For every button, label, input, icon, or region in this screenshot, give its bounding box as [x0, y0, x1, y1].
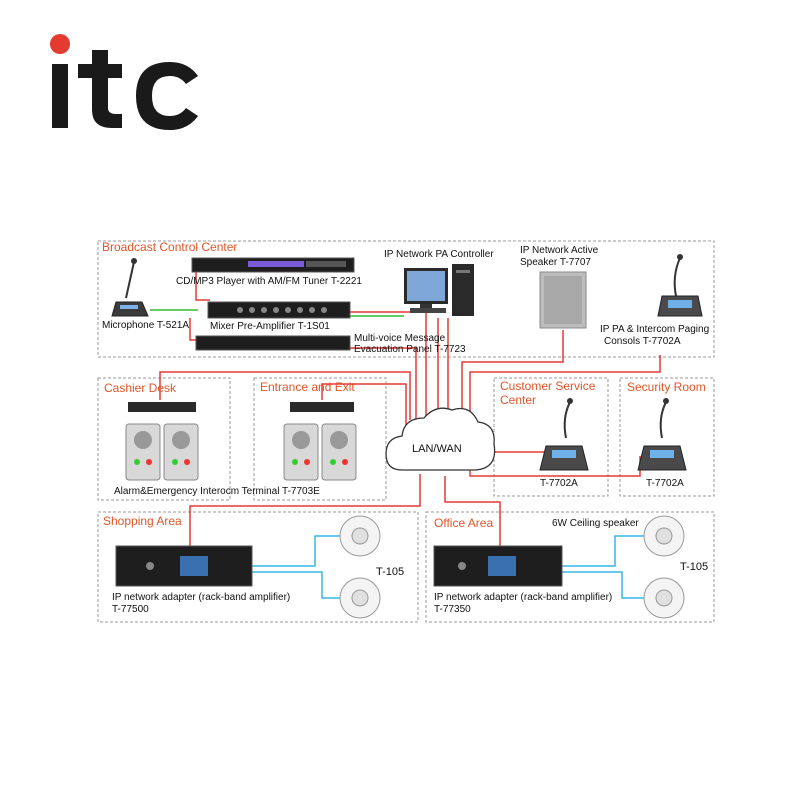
speaker-links — [250, 535, 645, 599]
zone-title-office: Office Area — [434, 516, 494, 530]
label-pa-controller: IP Network PA Controller — [384, 249, 494, 260]
label-microphone: Microphone T-521A — [102, 320, 190, 331]
link-cashier-switch — [159, 371, 411, 420]
microphone-device — [111, 258, 149, 317]
zone-title-customer: Customer Service Center — [500, 379, 596, 407]
security-zone-border — [619, 377, 715, 497]
shopping-ceiling-speakers — [339, 515, 381, 619]
office-zone-border — [425, 511, 715, 623]
label-intercom-terminal: Alarm&Emergency Interocm Terminal T-7703… — [114, 486, 320, 497]
link-paging-console — [469, 355, 661, 416]
cashier-zone-border — [97, 377, 231, 501]
link-entrance-switch — [321, 383, 407, 428]
label-mixer: Mixer Pre-Amplifier T-1S01 — [210, 321, 330, 332]
audio-links — [150, 309, 404, 317]
entrance-intercom-device — [283, 423, 357, 481]
active-speaker-device — [539, 271, 587, 329]
label-console-security: T-7702A — [646, 478, 684, 489]
link-cloud-office — [444, 476, 501, 548]
lan-wan-cloud — [385, 407, 496, 471]
zone-title-entrance: Entrance and Exit — [260, 380, 355, 394]
label-paging-console-2: Consols T-7702A — [604, 336, 681, 347]
security-console-device — [637, 398, 687, 471]
label-active-speaker-1: IP Network Active — [520, 245, 599, 256]
office-ceiling-speakers — [643, 515, 685, 619]
zone-borders — [97, 240, 715, 623]
label-adapter-shop-2: T-77500 — [112, 604, 149, 615]
label-cloud: LAN/WAN — [412, 443, 462, 455]
customer-console-device — [539, 398, 589, 471]
link-cd-mixer — [195, 272, 210, 301]
shopping-adapter-device — [115, 545, 253, 587]
zone-title-cashier: Cashier Desk — [104, 381, 177, 395]
evacuation-panel-device — [195, 335, 351, 351]
mixer-device — [207, 301, 351, 319]
label-console-customer: T-7702A — [540, 478, 578, 489]
link-active-speaker — [461, 330, 564, 412]
broadcast-zone-border — [97, 240, 715, 358]
zone-title-shopping: Shopping Area — [103, 514, 182, 528]
label-evac-panel-2: Evacuation Panel T-7723 — [354, 344, 466, 355]
cd-player-device — [191, 257, 355, 273]
label-paging-console-1: IP PA & Intercom Paging — [600, 324, 710, 335]
link-evac-cloud — [350, 347, 417, 422]
entrance-switch-device — [290, 402, 354, 412]
label-active-speaker-2: Speaker T-7707 — [520, 257, 591, 268]
label-adapter-office-1: IP network adapter (rack-band amplifier) — [434, 592, 613, 603]
cashier-intercom-device — [125, 423, 199, 481]
shopping-zone-border — [97, 511, 419, 623]
label-evac-panel-1: Multi-voice Message — [354, 333, 446, 344]
logo-dot — [50, 34, 70, 54]
label-adapter-office-2: T-77350 — [434, 604, 471, 615]
label-speaker-shop: T-105 — [376, 566, 405, 578]
label-speaker-office: T-105 — [680, 561, 709, 573]
label-ceiling-speaker: 6W Ceiling speaker — [552, 518, 639, 529]
link-shop-speaker-2 — [250, 571, 340, 599]
pc-controller-device — [404, 264, 474, 316]
zone-title-broadcast: Broadcast Control Center — [102, 240, 238, 254]
logo-c — [136, 62, 198, 130]
logo-t — [78, 50, 122, 128]
paging-console-device — [657, 254, 703, 317]
link-office-speaker-2 — [560, 571, 645, 599]
itc-logo — [50, 34, 198, 130]
cashier-switch-device — [128, 402, 196, 412]
link-office-speaker-1 — [560, 535, 645, 567]
office-adapter-device — [433, 545, 563, 587]
link-cloud-shopping — [189, 474, 421, 548]
label-cd-player: CD/MP3 Player with AM/FM Tuner T-2221 — [176, 276, 362, 287]
zone-title-security: Security Room — [627, 380, 706, 394]
entrance-zone-border — [253, 377, 387, 501]
logo-i-stem — [52, 64, 68, 128]
link-shop-speaker-1 — [250, 535, 340, 567]
label-adapter-shop-1: IP network adapter (rack-band amplifier) — [112, 592, 291, 603]
link-mixer-cloud — [350, 311, 427, 416]
